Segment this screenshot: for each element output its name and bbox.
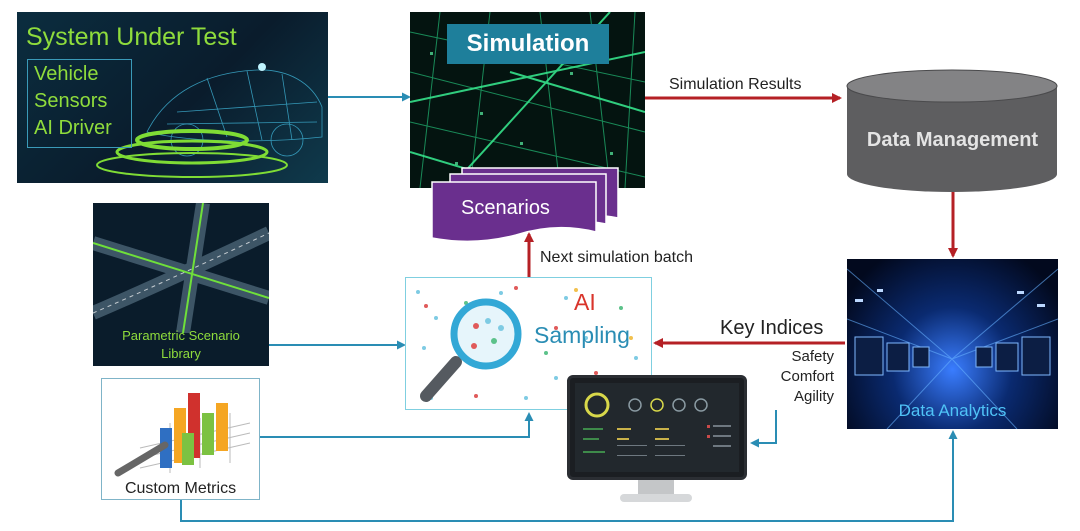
dashboard-screen — [575, 383, 739, 472]
scenario-library-line1: Parametric Scenario — [122, 328, 240, 343]
index-comfort: Comfort — [780, 368, 834, 385]
edge-indices-to-dashboard — [750, 410, 777, 448]
scenarios-label: Scenarios — [461, 197, 550, 219]
custom-metrics-panel: Custom Metrics — [101, 378, 260, 500]
vehicle-wireframe-image — [96, 63, 323, 178]
edge-metrics-to-ai-sampling — [260, 412, 534, 438]
system-under-test-panel: System Under Test Vehicle Sensors AI Dri… — [17, 12, 328, 183]
index-agility: Agility — [793, 388, 834, 405]
sut-item-ai-driver: AI Driver — [34, 117, 112, 139]
data-management-cylinder — [846, 69, 1058, 192]
dashboard-monitor — [567, 375, 747, 480]
magnifier-icon — [420, 298, 522, 402]
edge-label-next-batch: Next simulation batch — [540, 249, 693, 266]
ai-sampling-panel: AI Sampling — [405, 277, 652, 410]
scenario-library-panel: Parametric Scenario Library — [93, 203, 269, 366]
sut-item-sensors: Sensors — [34, 90, 108, 112]
scenario-library-line2: Library — [161, 346, 201, 361]
monitor-stand — [638, 480, 674, 496]
edge-label-simulation-results: Simulation Results — [669, 76, 802, 93]
road-network-image — [93, 203, 269, 333]
sut-title: System Under Test — [26, 23, 237, 51]
bar-chart-icon — [114, 393, 251, 477]
data-management-label: Data Management — [866, 129, 1039, 151]
simulation-title-box — [447, 24, 609, 64]
dashboard-widgets — [583, 392, 731, 456]
edge-label-key-indices: Key Indices — [720, 317, 824, 339]
analytics-servers-image — [847, 268, 1058, 429]
scenarios-stack — [431, 167, 619, 242]
monitor-base — [620, 494, 692, 502]
custom-metrics-label: Custom Metrics — [124, 480, 237, 497]
data-analytics-panel: Data Analytics — [847, 259, 1058, 429]
sut-item-vehicle: Vehicle — [34, 63, 99, 85]
index-safety: Safety — [791, 348, 834, 365]
ai-sampling-title-sampling: Sampling — [534, 322, 630, 348]
data-analytics-label: Data Analytics — [898, 401, 1007, 420]
edge-metrics-to-analytics — [180, 430, 958, 522]
ai-sampling-title-ai: AI — [574, 289, 596, 315]
simulation-title: Simulation — [466, 30, 590, 57]
simulation-panel: Simulation — [410, 12, 645, 188]
sut-items-box — [27, 59, 132, 148]
